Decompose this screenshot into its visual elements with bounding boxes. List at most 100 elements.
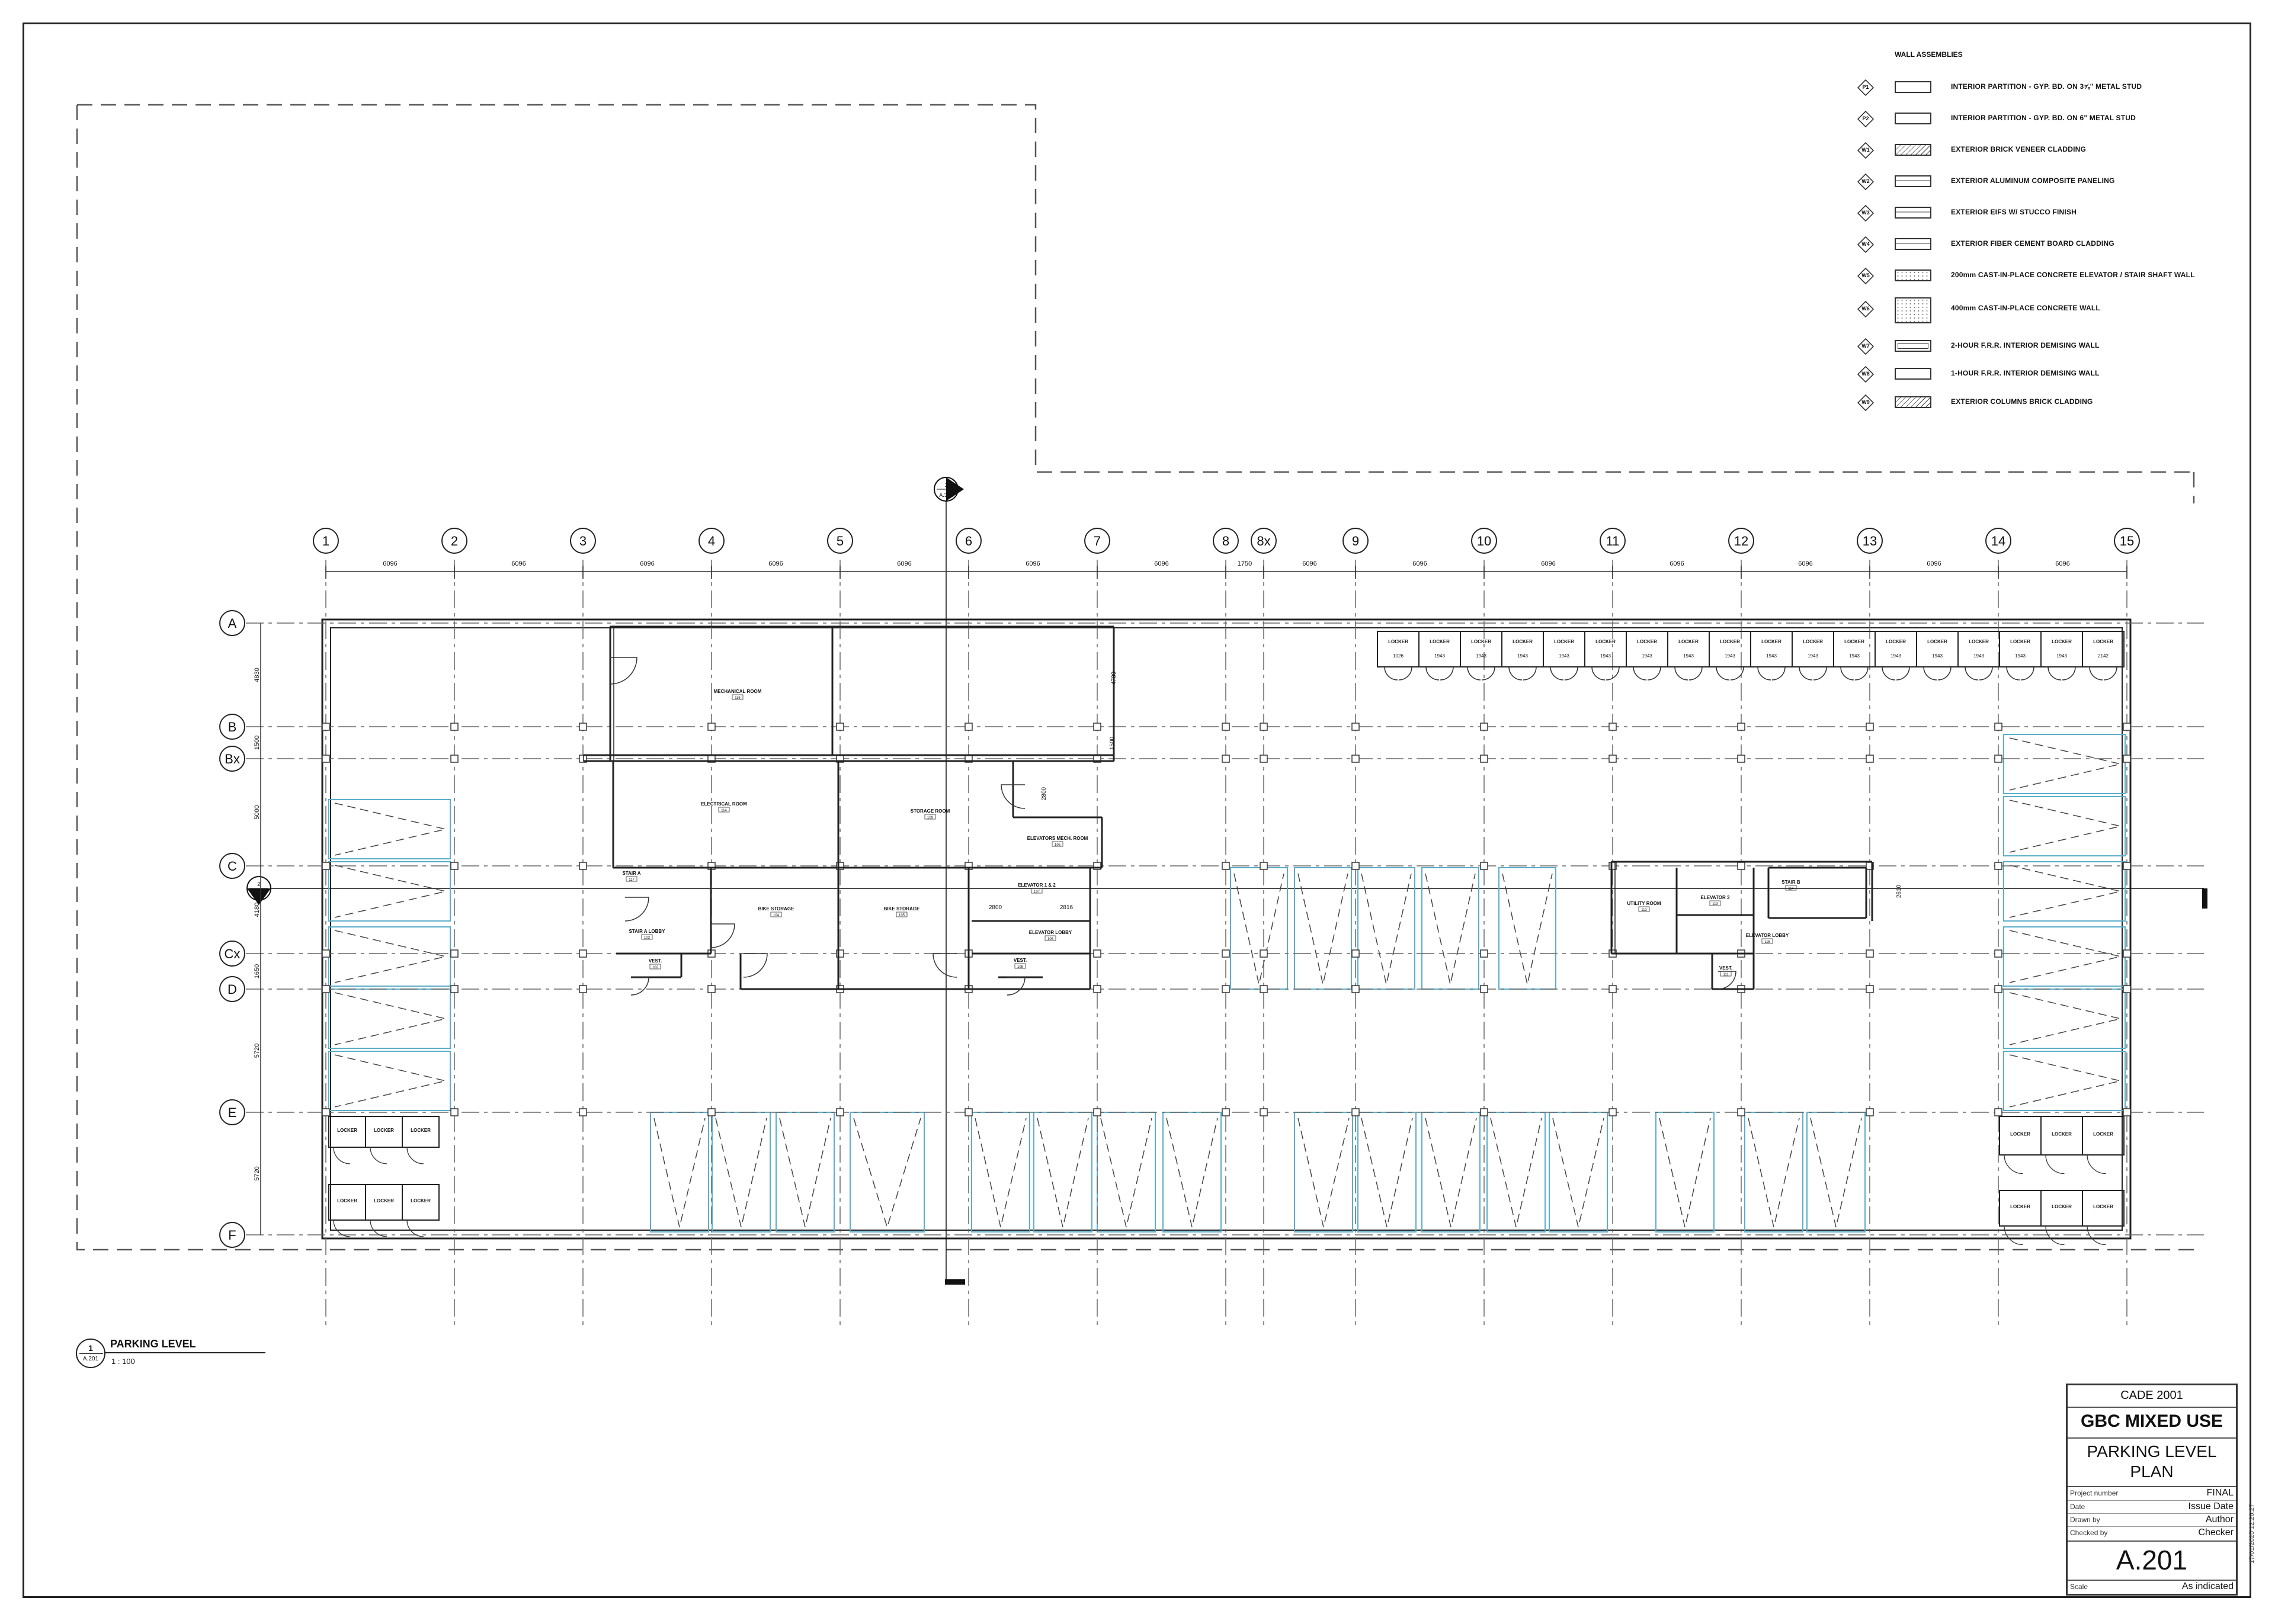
corner-locker-se[interactable]: LOCKER xyxy=(2040,1116,2083,1174)
structural-column xyxy=(450,862,459,870)
structural-column xyxy=(2123,1108,2131,1116)
section-marker-top[interactable]: 1A.302 xyxy=(934,477,964,502)
view-reference-bubble[interactable]: 1 A.201 xyxy=(76,1339,105,1368)
corner-locker-sw[interactable]: LOCKER xyxy=(365,1116,403,1164)
wall-type-tag-icon: W5 xyxy=(1857,268,1874,284)
locker-width-dim: 1943 xyxy=(1600,653,1611,659)
grid-label-col: 8x xyxy=(1257,534,1270,548)
grid-bubble-col[interactable] xyxy=(1471,528,1497,554)
title-block: CADE 2001 GBC MIXED USE PARKING LEVEL PL… xyxy=(2066,1384,2238,1596)
room-name: ELEVATOR 3 xyxy=(1701,895,1730,900)
room-tag[interactable]: VEST.111 xyxy=(1719,965,1732,977)
corner-locker-sw[interactable]: LOCKER xyxy=(365,1184,403,1237)
grid-bubble-col[interactable] xyxy=(1213,528,1239,554)
structural-column xyxy=(1994,949,2002,958)
grid-bubble-col[interactable] xyxy=(1084,528,1110,554)
grid-bubble-col[interactable] xyxy=(313,528,339,554)
section-number: 1 xyxy=(944,482,948,489)
room-tag[interactable]: VEST.108 xyxy=(1014,958,1027,969)
grid-bubble-row[interactable] xyxy=(219,1222,245,1248)
grid-bubble-row[interactable] xyxy=(219,853,245,879)
grid-bubble-col[interactable] xyxy=(1600,528,1626,554)
corner-locker-sw[interactable]: LOCKER xyxy=(328,1184,366,1237)
corner-locker-sw[interactable]: LOCKER xyxy=(328,1116,366,1164)
structural-column xyxy=(579,985,587,993)
grid-bubble-col[interactable] xyxy=(698,528,725,554)
grid-bubble-col[interactable] xyxy=(1251,528,1277,554)
sheet-number: A.201 xyxy=(2116,1545,2188,1575)
grid-bubble-row[interactable] xyxy=(219,714,245,740)
grid-bubble-col[interactable] xyxy=(1985,528,2011,554)
grid-bubble-col[interactable] xyxy=(570,528,596,554)
grid-bubble-col[interactable] xyxy=(441,528,467,554)
corner-locker-se[interactable]: LOCKER xyxy=(1999,1190,2042,1246)
corner-locker-sw[interactable]: LOCKER xyxy=(402,1184,440,1237)
grid-bubble-row[interactable] xyxy=(219,610,245,636)
corner-locker-se[interactable]: LOCKER xyxy=(1999,1116,2042,1174)
locker-label: LOCKER xyxy=(1761,639,1781,644)
grid-bubble-row[interactable] xyxy=(219,746,245,772)
room-number: 105 xyxy=(899,914,905,917)
parking-stall xyxy=(1357,1112,1417,1233)
corner-locker-se[interactable]: LOCKER xyxy=(2082,1116,2125,1174)
title-block-key: Project number xyxy=(2070,1489,2119,1497)
grid-bubble-col[interactable] xyxy=(1342,528,1369,554)
grid-bubble-col[interactable] xyxy=(2114,528,2140,554)
parking-stall xyxy=(1421,867,1479,990)
grid-bubble-col[interactable] xyxy=(956,528,982,554)
grid-bubble-row[interactable] xyxy=(219,976,245,1002)
locker-width-dim: 1943 xyxy=(1891,653,1901,659)
room-tag[interactable]: VEST.102 xyxy=(649,958,662,970)
locker-width-dim: 1943 xyxy=(1434,653,1445,659)
grid-bubble-col[interactable] xyxy=(1728,528,1754,554)
parking-stall xyxy=(971,1112,1030,1233)
section-marker-left[interactable]: 2A.302 xyxy=(246,876,271,905)
dimension-text: 4830 xyxy=(254,667,261,682)
grid-bubble-row[interactable] xyxy=(219,1099,245,1125)
wall-type-tag: W7 xyxy=(1861,343,1870,349)
corner-locker-se[interactable]: LOCKER xyxy=(2040,1190,2083,1246)
grid-bubble-col[interactable] xyxy=(1857,528,1883,554)
corner-locker-sw[interactable]: LOCKER xyxy=(402,1116,440,1164)
structural-column xyxy=(707,1108,716,1116)
structural-column xyxy=(322,985,330,993)
room-number: 106 xyxy=(1047,938,1054,941)
grid-bubble-col[interactable] xyxy=(827,528,853,554)
grid-bubble-row[interactable] xyxy=(219,941,245,967)
corner-locker-se[interactable]: LOCKER xyxy=(2082,1190,2125,1246)
parking-stall xyxy=(2003,1051,2126,1111)
